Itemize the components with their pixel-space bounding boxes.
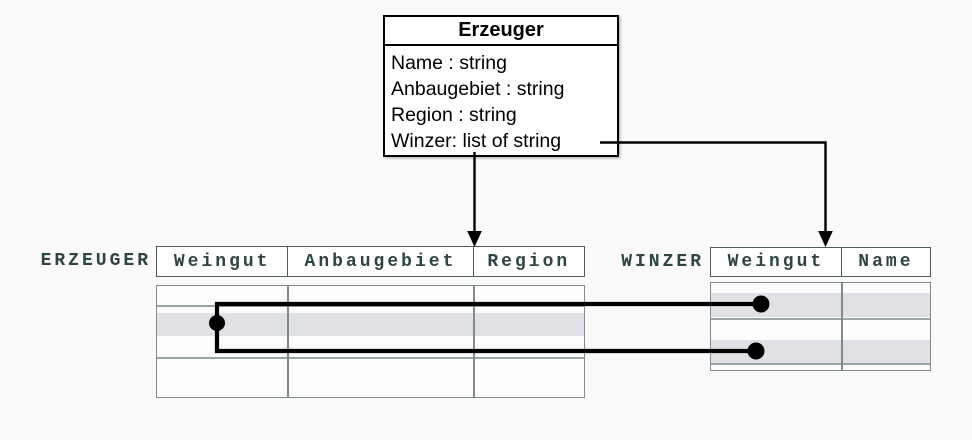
row-separator <box>711 318 930 320</box>
column-header-weingut: Weingut <box>727 252 825 272</box>
column-header-anbaugebiet: Anbaugebiet <box>287 247 472 276</box>
class-attribute: Anbaugebiet : string <box>391 78 565 100</box>
table-label-erzeuger: ERZEUGER <box>40 251 151 271</box>
row-separator <box>157 357 584 359</box>
table-body-erzeuger <box>156 285 585 398</box>
column-divider <box>841 283 843 370</box>
mapping-arrow-erzeuger-head <box>467 231 482 247</box>
table-header-winzer: Weingut Name <box>710 247 931 277</box>
column-header-weingut: Weingut <box>173 251 271 272</box>
column-divider <box>473 286 475 397</box>
column-divider <box>287 286 289 397</box>
highlighted-row <box>711 293 930 317</box>
class-title: Erzeuger <box>385 17 617 46</box>
mapping-arrow-winzer-stem <box>600 141 827 233</box>
table-body-winzer <box>710 282 931 371</box>
highlighted-row <box>157 313 584 336</box>
class-attribute: Name : string <box>391 52 507 74</box>
highlighted-row <box>711 340 930 363</box>
row-separator <box>711 363 930 365</box>
row-separator <box>157 305 584 307</box>
column-header-name: Name <box>840 248 930 276</box>
table-label-winzer: WINZER <box>621 252 704 272</box>
class-attribute: Region : string <box>391 104 517 126</box>
column-header-region: Region <box>472 247 584 276</box>
class-attribute: Winzer: list of string <box>391 130 562 152</box>
mapping-arrow-winzer-head <box>818 231 833 247</box>
